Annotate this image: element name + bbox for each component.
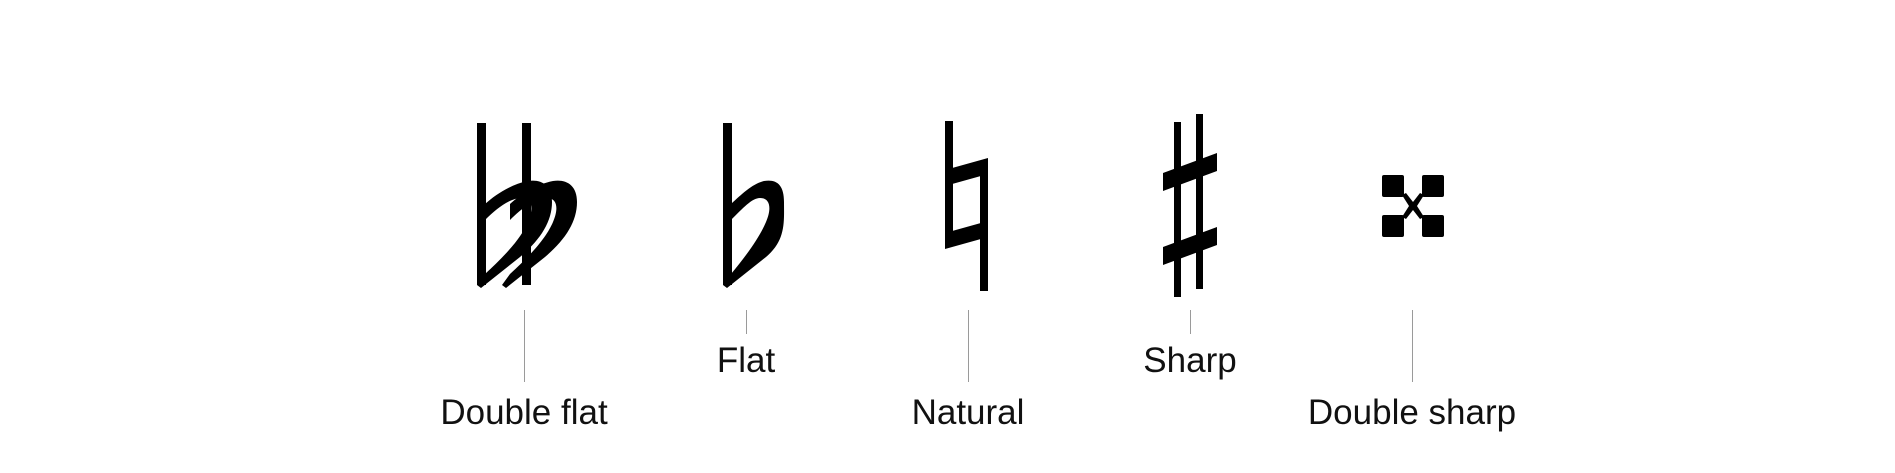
flat-leader-line [746, 310, 747, 334]
natural-leader-line [968, 310, 969, 382]
double-sharp-icon [1382, 175, 1444, 237]
flat-label: Flat [716, 341, 776, 380]
sharp-leader-line [1190, 310, 1191, 334]
flat-icon [716, 118, 786, 293]
double-flat-label: Double flat [440, 393, 608, 432]
double-sharp-leader-line [1412, 310, 1413, 382]
double-sharp-label: Double sharp [1307, 393, 1517, 432]
sharp-icon [1160, 112, 1220, 302]
sharp-label: Sharp [1143, 341, 1237, 380]
double-flat-leader-line [524, 310, 525, 382]
natural-icon [938, 118, 998, 293]
double-flat-icon [470, 118, 580, 293]
natural-label: Natural [911, 393, 1025, 432]
